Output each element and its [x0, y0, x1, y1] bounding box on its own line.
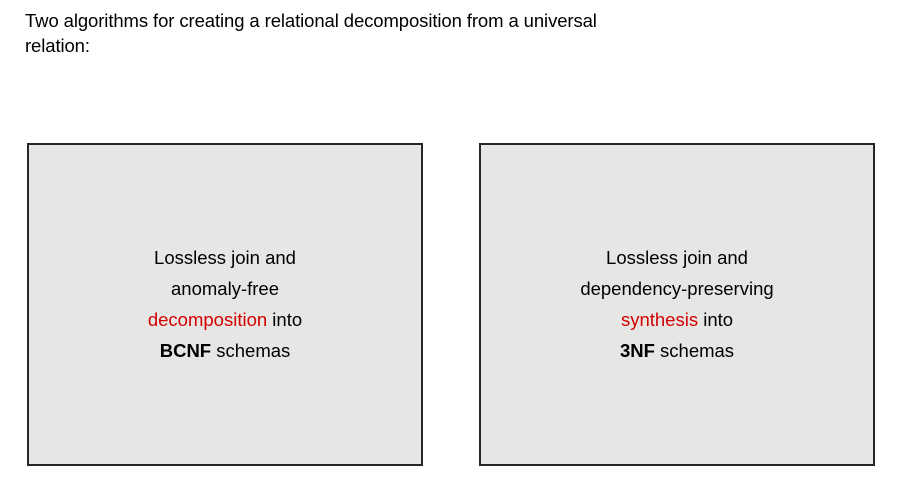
box1-keyword-bold: BCNF [159, 339, 212, 361]
box2-line-3: synthesis into [481, 304, 873, 335]
page-title-line-1: Two algorithms for creating a relational… [25, 10, 597, 31]
algorithm-box-synthesis[interactable]: Lossless join and dependency-preserving … [479, 143, 875, 466]
box2-keyword-bold: 3NF [619, 339, 655, 361]
box1-line1-seg1: Lossless join and [154, 246, 296, 268]
box1-keyword-red: decomposition [147, 308, 268, 330]
algorithm-box-decomposition-text: Lossless join and anomaly-free decomposi… [29, 242, 421, 368]
box1-line4-seg2: schemas [211, 339, 291, 361]
box2-line-1: Lossless join and [481, 242, 873, 273]
algorithm-box-decomposition[interactable]: Lossless join and anomaly-free decomposi… [27, 143, 423, 466]
box2-line-2: dependency-preserving [481, 273, 873, 304]
page-title-line-2: relation: [25, 35, 90, 56]
box2-line-4: 3NF schemas [481, 335, 873, 366]
box1-line-4: BCNF schemas [29, 335, 421, 366]
box2-line3-seg2: into [698, 308, 734, 330]
page-title: Two algorithms for creating a relational… [25, 8, 875, 58]
box2-line2-seg1: dependency-preserving [580, 277, 774, 299]
box2-line4-seg2: schemas [654, 339, 735, 361]
box1-line3-seg2: into [267, 308, 303, 330]
algorithm-box-synthesis-text: Lossless join and dependency-preserving … [481, 242, 873, 368]
box1-line-1: Lossless join and [29, 242, 421, 273]
box2-line1-seg1: Lossless join and [606, 246, 748, 268]
box1-line-2: anomaly-free [29, 273, 421, 304]
box1-line-3: decomposition into [29, 304, 421, 335]
box1-line2-seg1: anomaly-free [171, 277, 279, 299]
box2-keyword-red: synthesis [620, 308, 699, 330]
